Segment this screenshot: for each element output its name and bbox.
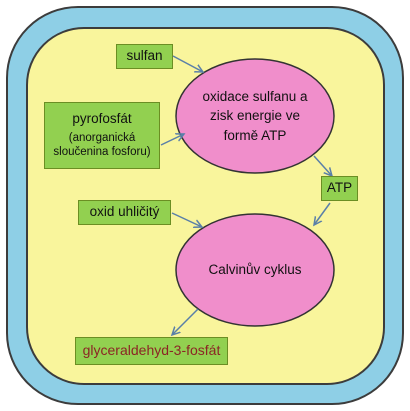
calvin-text: Calvinův cyklus bbox=[208, 262, 302, 278]
calvin-cycle-ellipse bbox=[175, 213, 335, 327]
atp-box: ATP bbox=[321, 176, 358, 201]
arrow-oxidation-to-atp bbox=[313, 155, 332, 176]
sulfan-box: sulfan bbox=[116, 44, 173, 69]
oxidation-label: oxidace sulfanu a zisk energie ve formě … bbox=[195, 80, 315, 152]
arrow-pyrophosphate-to-oxidation bbox=[160, 134, 184, 146]
co2-box: oxid uhličitý bbox=[78, 200, 171, 225]
sulfan-text: sulfan bbox=[126, 48, 163, 64]
pyrophosphate-box: pyrofosfát (anorganická sloučenina fosfo… bbox=[44, 102, 160, 169]
co2-text: oxid uhličitý bbox=[89, 204, 160, 220]
arrow-calvin-to-product bbox=[172, 308, 199, 335]
calvin-label: Calvinův cyklus bbox=[185, 255, 325, 285]
pyrophosphate-note: (anorganická sloučenina fosforu) bbox=[53, 132, 151, 159]
arrow-atp-to-calvin bbox=[314, 202, 331, 225]
arrow-sulfan-to-oxidation bbox=[172, 55, 203, 72]
atp-text: ATP bbox=[326, 180, 353, 196]
pyrophosphate-title: pyrofosfát bbox=[72, 111, 132, 127]
oxidation-process-ellipse bbox=[175, 58, 335, 174]
product-text: glyceraldehyd-3-fosfát bbox=[82, 342, 221, 359]
oxidation-text: oxidace sulfanu a zisk energie ve formě … bbox=[202, 88, 308, 143]
arrow-co2-to-calvin bbox=[171, 212, 202, 227]
product-box: glyceraldehyd-3-fosfát bbox=[75, 337, 228, 365]
